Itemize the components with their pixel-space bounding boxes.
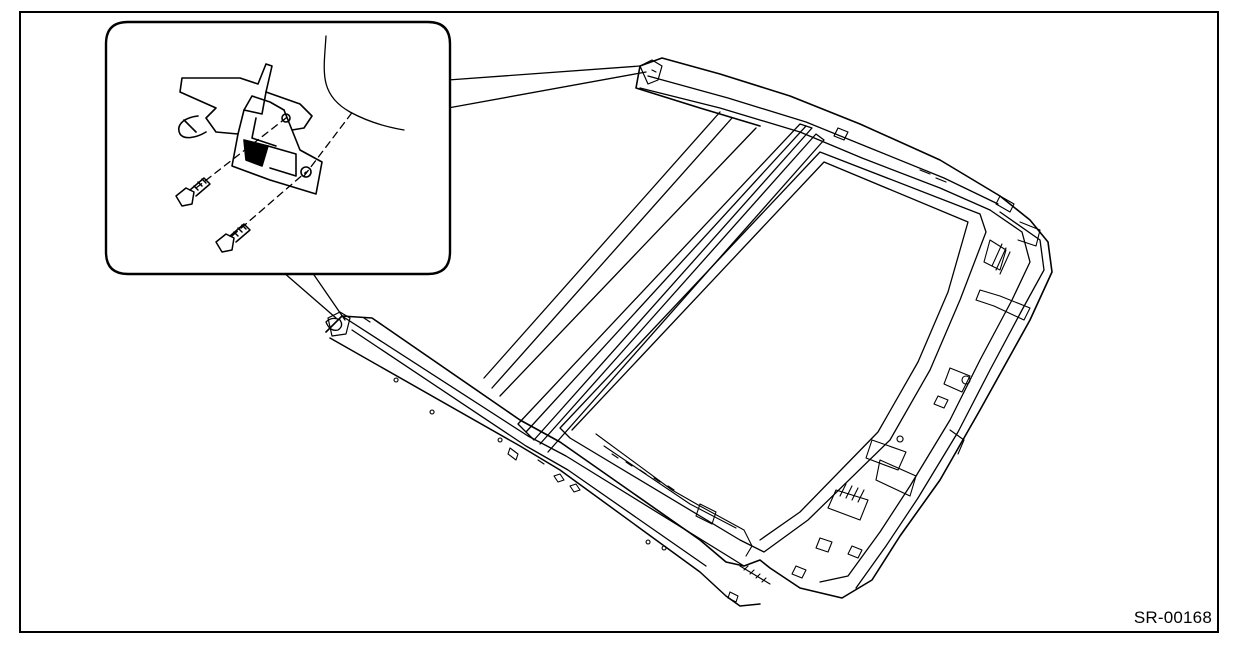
callout-leader-top xyxy=(447,65,647,109)
bolt-upper xyxy=(175,177,211,207)
roof-edge-line xyxy=(323,35,405,131)
cross-member xyxy=(517,123,825,453)
front-opening xyxy=(483,111,757,397)
rail-details xyxy=(393,377,771,603)
rear-bracket xyxy=(639,59,947,183)
figure-id-label: SR-00168 xyxy=(1133,608,1212,627)
bracket-part xyxy=(178,63,323,195)
front-bracket xyxy=(327,311,371,337)
rear-opening xyxy=(559,151,987,553)
drive-mechanism xyxy=(791,195,1041,579)
bolt-lower xyxy=(215,223,251,253)
sunroof-outer-frame xyxy=(325,57,1053,607)
